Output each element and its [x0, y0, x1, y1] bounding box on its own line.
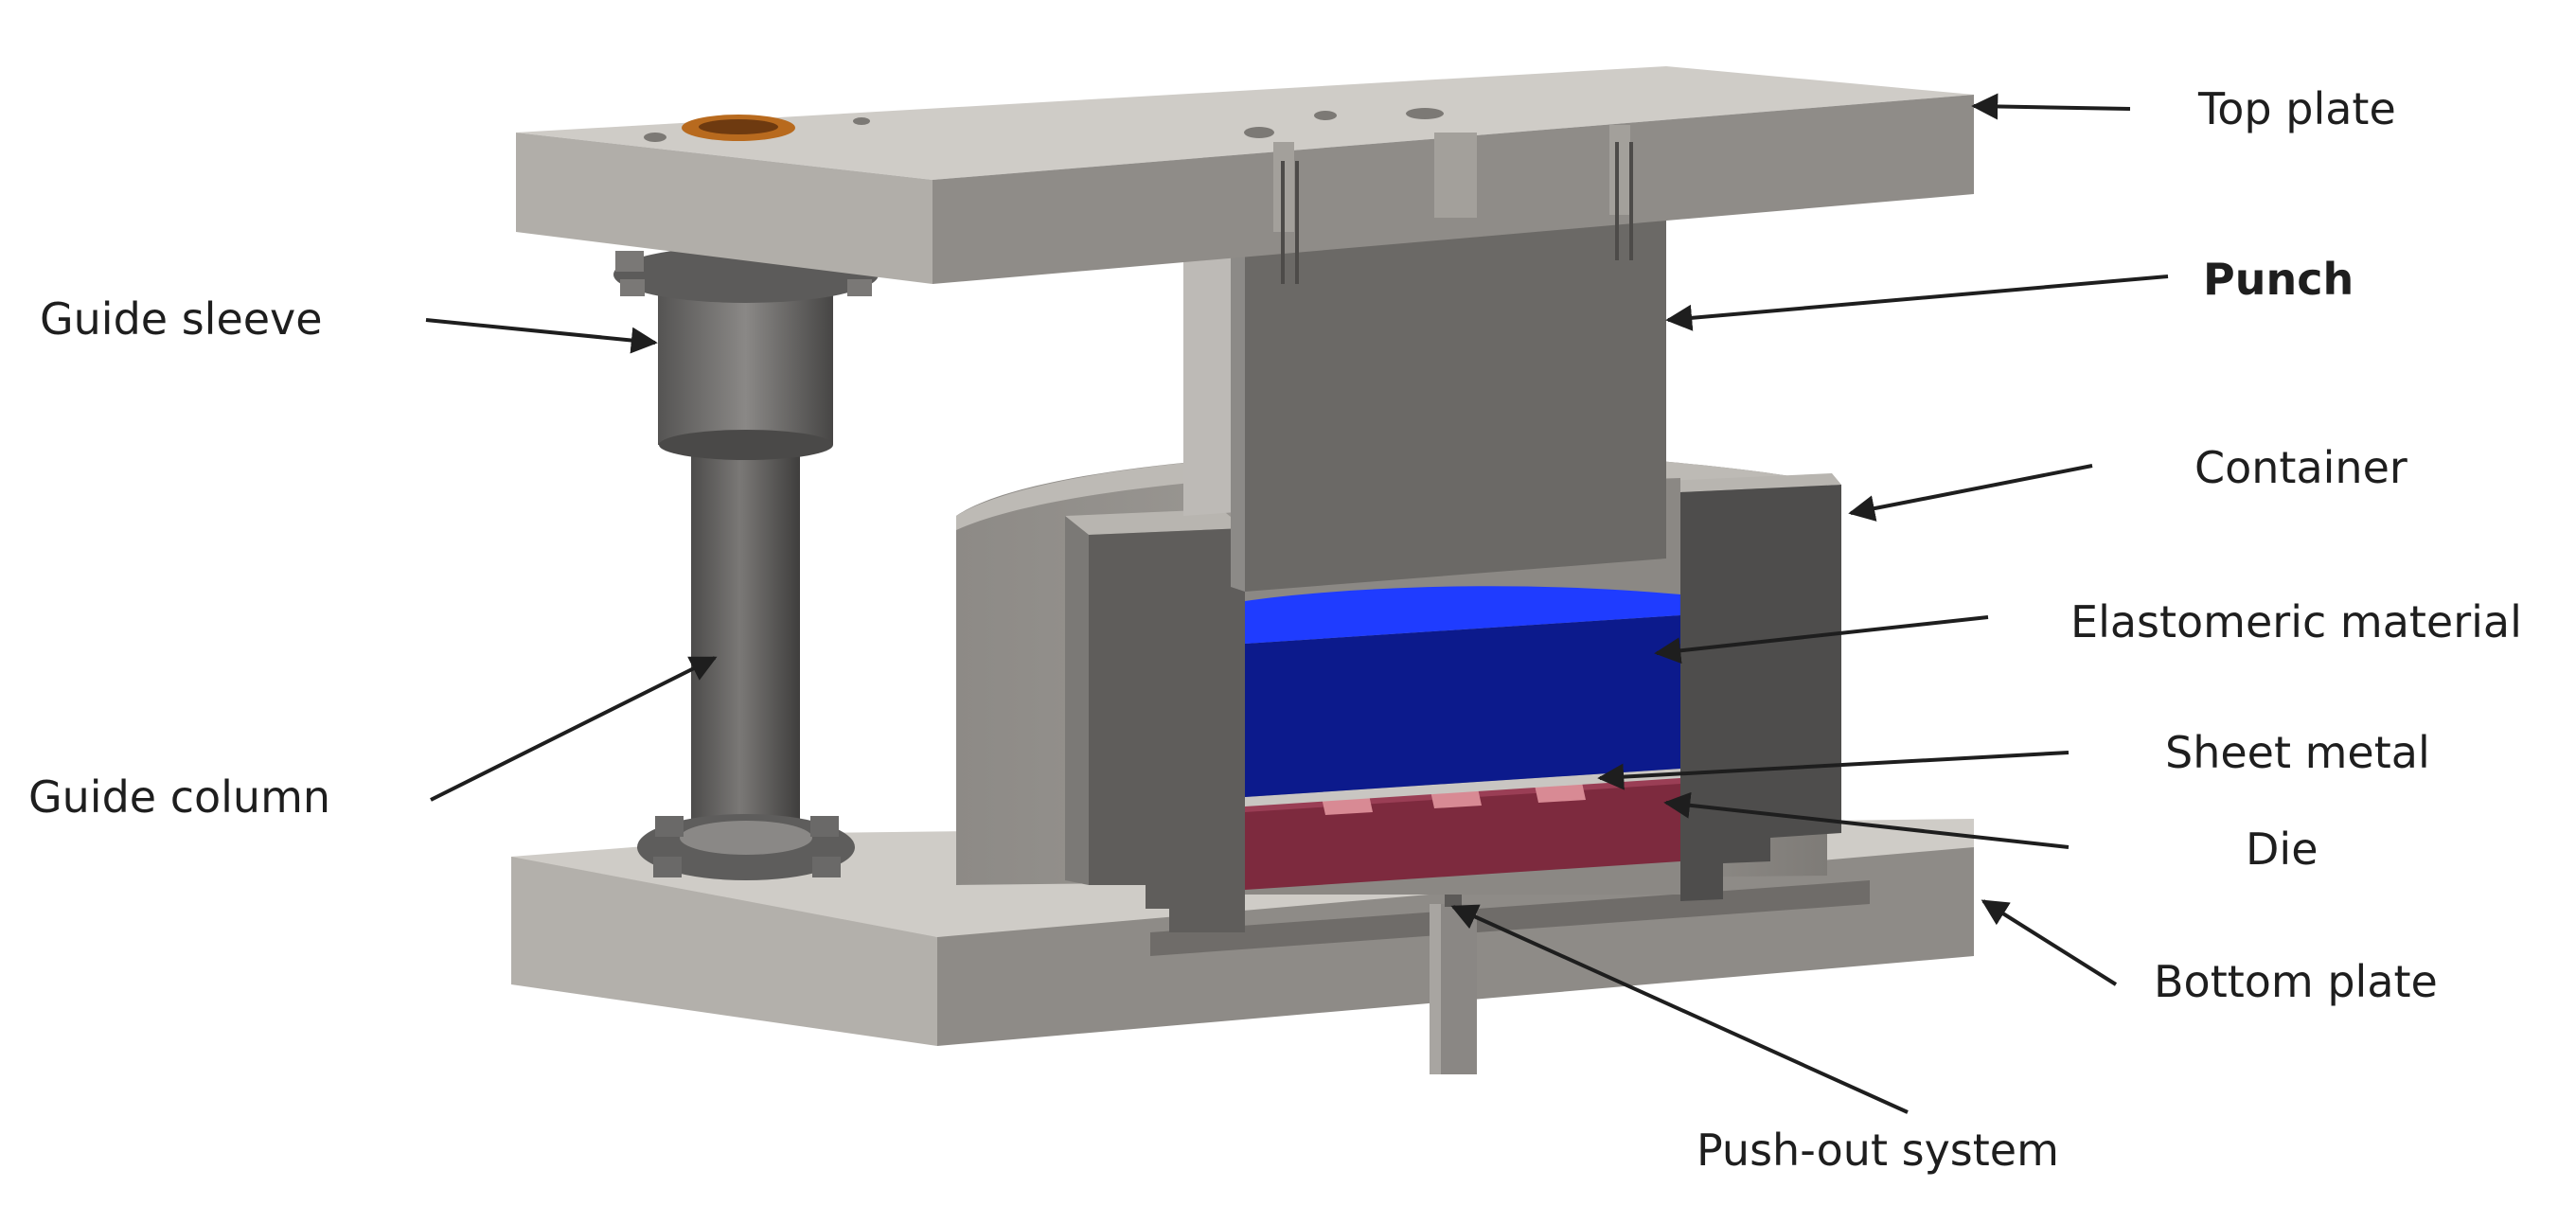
- elastomeric-material: [1245, 586, 1680, 797]
- label-guide-sleeve: Guide sleeve: [40, 293, 323, 345]
- top-plate-bushing-hole: [699, 119, 778, 134]
- label-guide-column: Guide column: [28, 771, 331, 823]
- label-top-plate: Top plate: [2198, 83, 2396, 134]
- label-container: Container: [2194, 442, 2407, 493]
- arrow-guide-column: [430, 656, 718, 802]
- arrow-die: [1663, 791, 2070, 849]
- container-left-wall: [1089, 528, 1245, 932]
- label-die: Die: [2246, 824, 2318, 875]
- guide-column-bolts: [653, 816, 841, 877]
- guide-sleeve-body: [658, 279, 833, 445]
- arrow-elastomeric-material: [1654, 615, 1989, 665]
- punch: [1183, 185, 1666, 592]
- container-left-wall-top: [1065, 509, 1245, 535]
- bottom-plate-left-face: [511, 857, 937, 1046]
- arrow-guide-sleeve: [425, 318, 658, 354]
- punch-body: [1245, 185, 1666, 592]
- arrow-top-plate: [1971, 93, 2131, 120]
- arrow-bottom-plate: [1981, 899, 2118, 986]
- container-left-wall-edge: [1065, 516, 1089, 885]
- arrow-sheet-metal: [1597, 751, 2070, 790]
- leader-arrows: [425, 93, 2169, 1114]
- punch-screws: [1281, 142, 1633, 284]
- sheet-metal: [1245, 769, 1680, 806]
- top-plate: [516, 66, 1974, 284]
- push-out-pin: [1430, 890, 1477, 1074]
- elastomer-top-face: [1245, 586, 1680, 644]
- label-bottom-plate: Bottom plate: [2154, 956, 2438, 1007]
- top-plate-holes: [644, 108, 1444, 142]
- label-push-out-system: Push-out system: [1697, 1125, 2059, 1176]
- arrow-punch: [1665, 275, 2169, 331]
- container-right-wall: [1680, 485, 1841, 901]
- punch-side: [1231, 227, 1245, 592]
- top-plate-section-cuts: [1273, 125, 1630, 232]
- label-sheet-metal: Sheet metal: [2165, 727, 2430, 778]
- guide-column: [637, 445, 855, 880]
- guide-sleeve-bottom: [659, 430, 833, 460]
- guide-column-base-top: [680, 821, 812, 855]
- label-elastomeric-material: Elastomeric material: [2070, 596, 2522, 647]
- container-right-wall-top: [1666, 473, 1841, 492]
- label-punch: Punch: [2203, 254, 2354, 305]
- guide-column-shaft: [691, 445, 800, 842]
- top-plate-left-face: [516, 133, 933, 284]
- top-plate-top-face: [516, 66, 1974, 180]
- elastomer-front-face: [1245, 615, 1680, 797]
- guide-sleeve: [613, 246, 879, 460]
- arrow-container: [1848, 464, 2093, 522]
- arrow-push-out-system: [1450, 904, 1909, 1114]
